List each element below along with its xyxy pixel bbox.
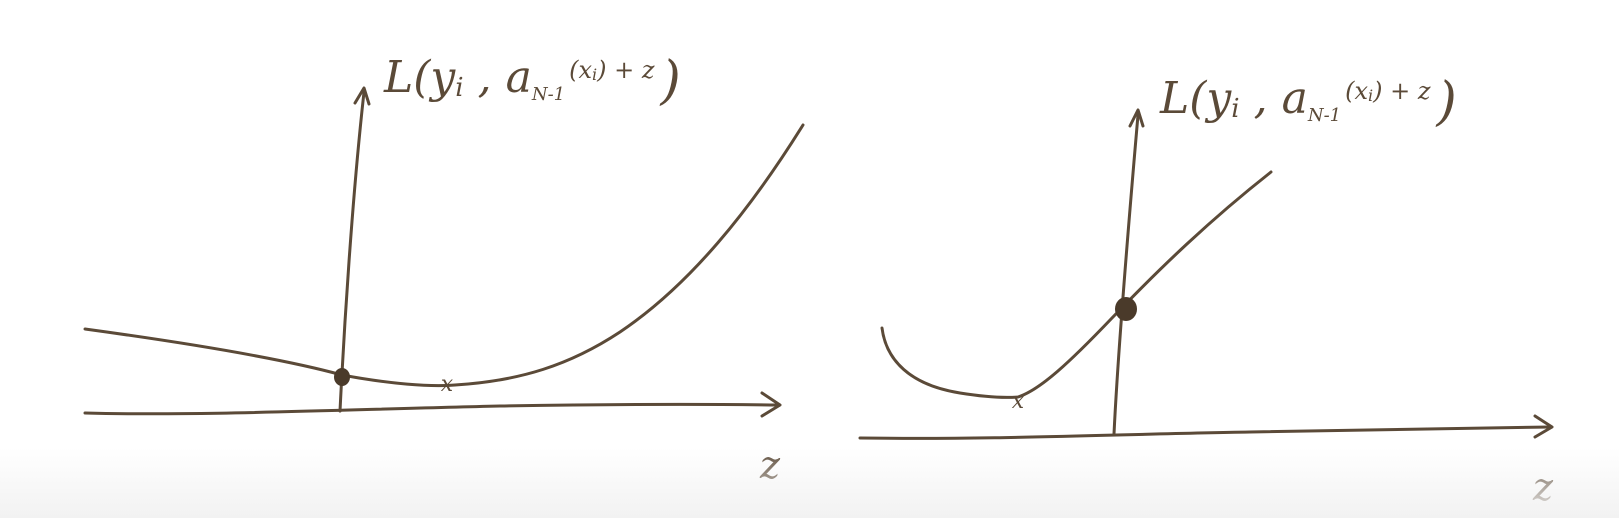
left-y-axis bbox=[338, 90, 366, 413]
left-x-axis-arrowhead bbox=[760, 391, 782, 418]
right-x-axis-arrowhead bbox=[1533, 414, 1554, 439]
left-plot: x L(yi,aN-1(xi) + z) z bbox=[83, 51, 805, 487]
right-minimum-marker: x bbox=[1012, 389, 1025, 414]
right-plot: x L(yi,aN-1(xi) + z) z bbox=[858, 72, 1554, 509]
left-x-axis bbox=[83, 402, 780, 416]
left-minimum-marker: x bbox=[441, 372, 454, 397]
left-x-axis-label: z bbox=[759, 443, 781, 487]
right-loss-curve bbox=[880, 170, 1273, 399]
left-loss-curve bbox=[83, 123, 805, 388]
left-current-point-dot bbox=[334, 368, 350, 386]
right-current-point-dot bbox=[1115, 297, 1137, 321]
right-y-axis bbox=[1112, 113, 1140, 436]
right-x-axis-label: z bbox=[1532, 465, 1554, 509]
left-y-axis-arrowhead bbox=[353, 86, 371, 106]
right-y-axis-arrowhead bbox=[1128, 108, 1145, 128]
left-y-axis-label: L(yi,aN-1(xi) + z) bbox=[383, 51, 681, 111]
right-x-axis bbox=[858, 425, 1552, 440]
right-y-axis-label: L(yi,aN-1(xi) + z) bbox=[1159, 72, 1457, 132]
